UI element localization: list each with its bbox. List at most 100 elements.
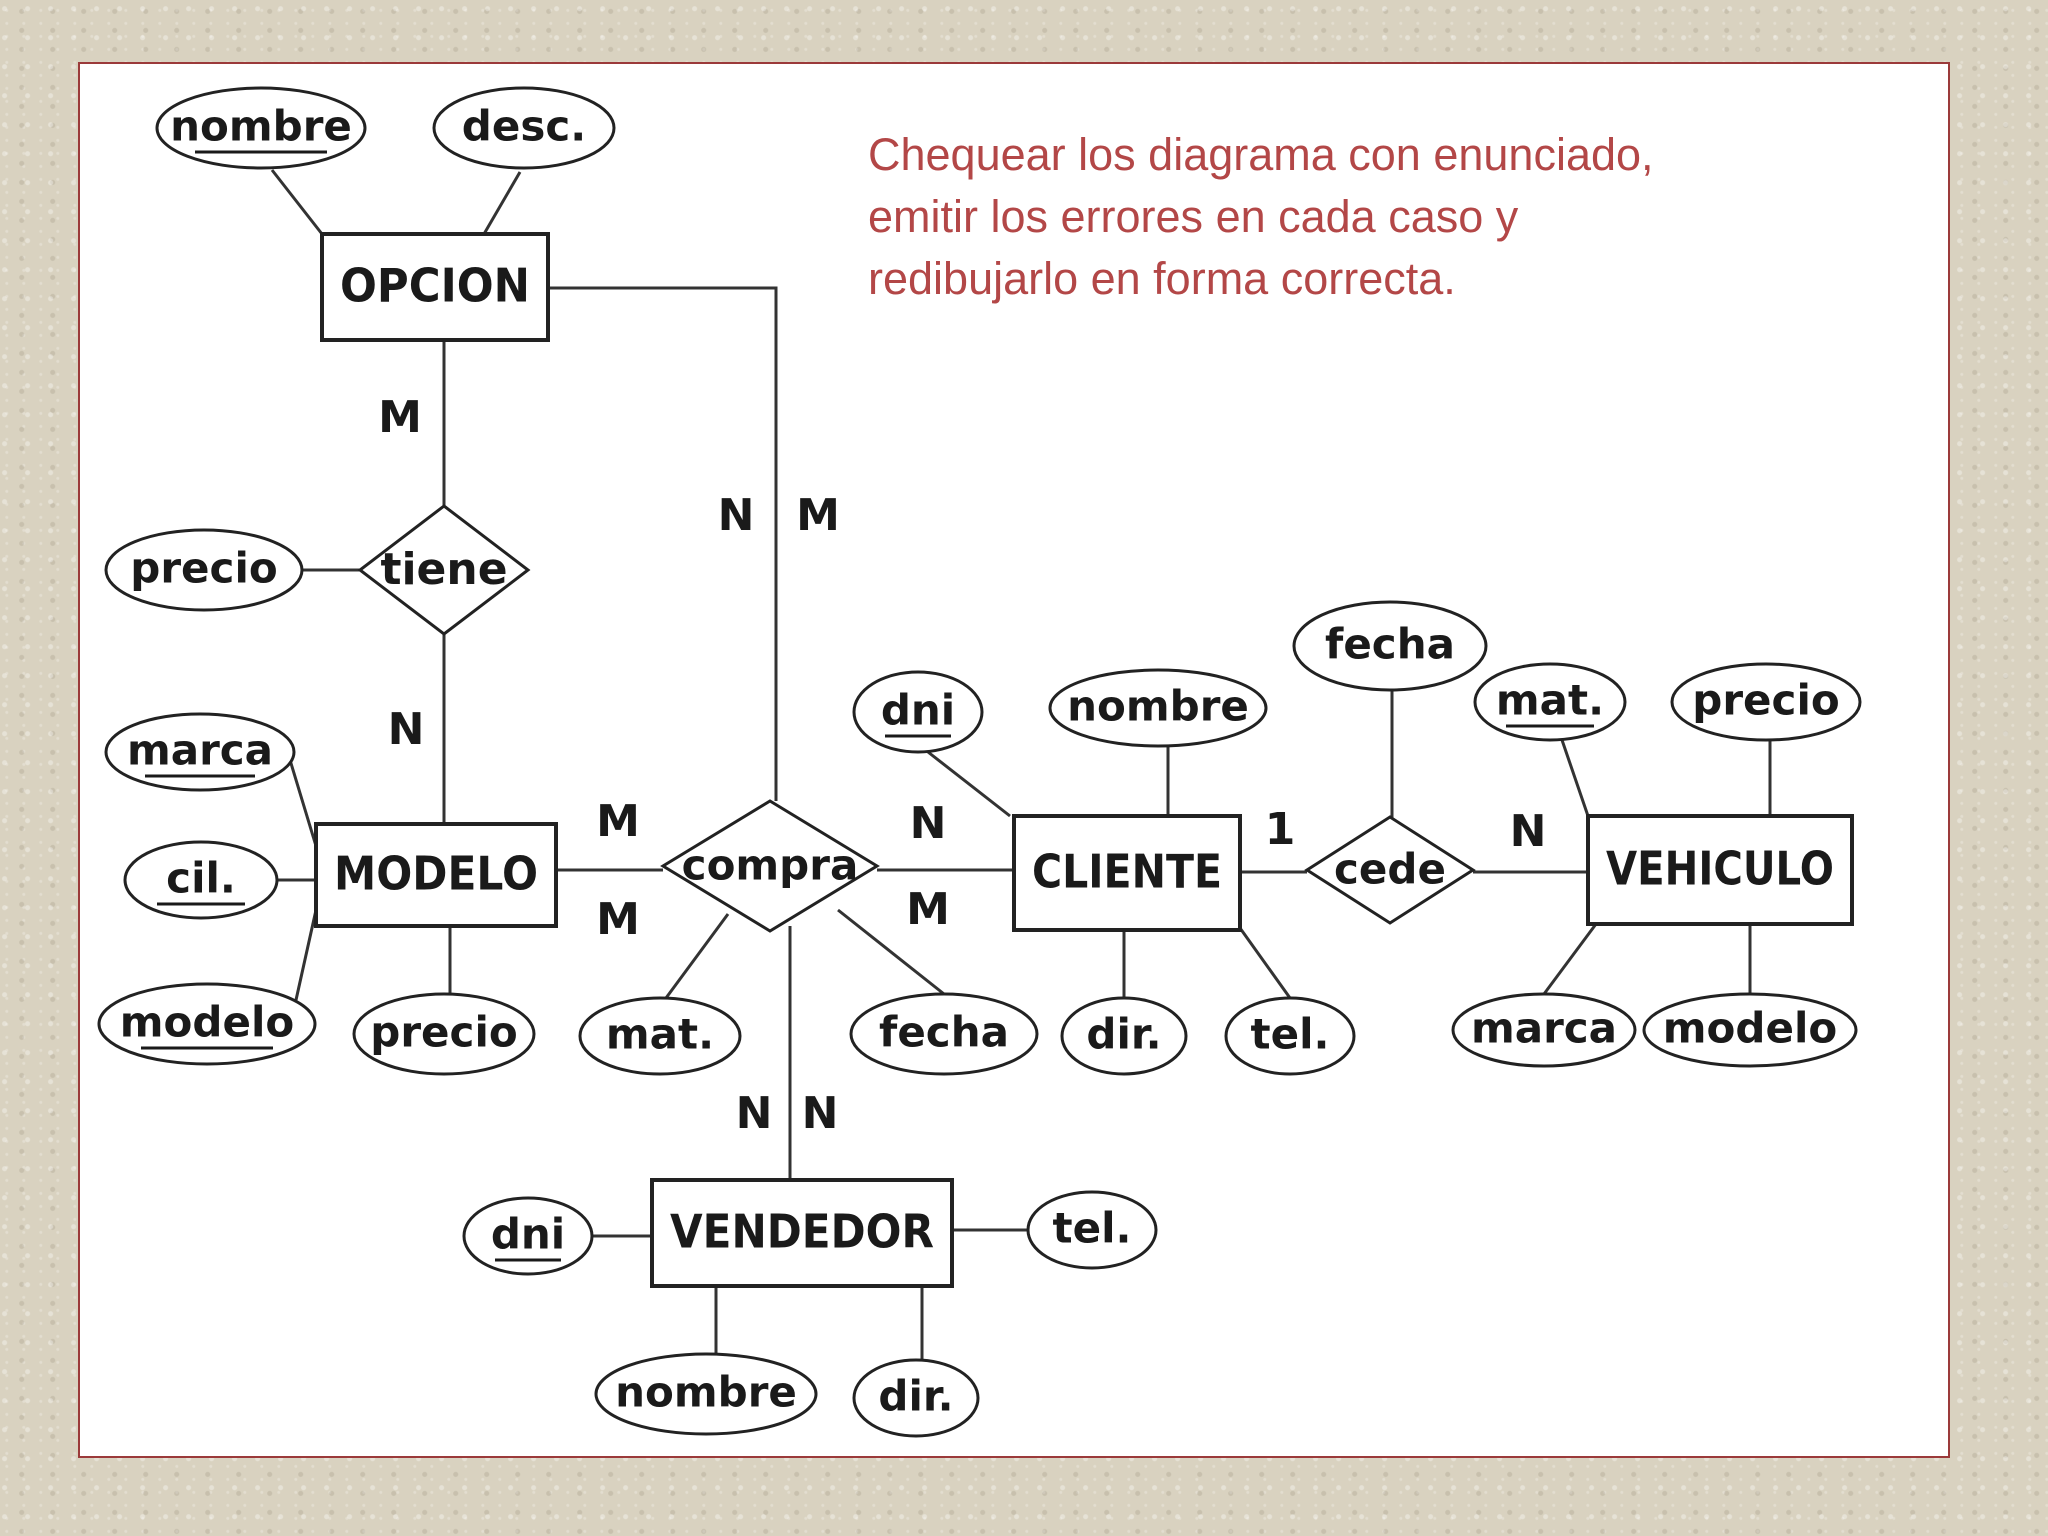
attribute-modelo-cil-label: cil. (166, 854, 236, 903)
attribute-vendedor-dni: dni (462, 1196, 594, 1276)
relationship-tiene: tiene (357, 504, 531, 636)
attribute-vendedor-nombre: nombre (594, 1352, 818, 1436)
attribute-vehiculo-mat-label: mat. (1496, 676, 1604, 725)
attribute-vendedor-nombre-ellipse (594, 1352, 818, 1436)
attribute-modelo-marca-ellipse (104, 712, 296, 792)
modelo-modelo-line (294, 909, 318, 1001)
attribute-opcion-nombre: nombre (155, 86, 367, 170)
cardinality-opcion-compra-right: M (796, 490, 840, 541)
attribute-compra-mat-ellipse (578, 996, 742, 1076)
attribute-modelo-precio-ellipse (352, 992, 536, 1076)
attribute-tiene-precio: precio (104, 528, 304, 612)
entity-modelo-box (314, 822, 558, 928)
attribute-cede-fecha-label: fecha (1325, 620, 1455, 669)
attribute-cliente-nombre-label: nombre (1067, 682, 1249, 731)
cardinality-cliente-compra-top: N (910, 798, 947, 849)
attribute-vehiculo-mat-ellipse (1473, 662, 1627, 742)
cardinality-opcion-compra-left: N (718, 490, 755, 541)
relationship-cede-label: cede (1334, 845, 1446, 894)
entity-cliente-label: CLIENTE (1032, 845, 1222, 899)
cardinality-modelo-compra-top: M (596, 796, 640, 847)
attribute-vehiculo-marca-ellipse (1451, 992, 1637, 1068)
compra-mat-line (664, 913, 730, 999)
attribute-vehiculo-modelo: modelo (1642, 992, 1858, 1068)
attribute-vendedor-dir-label: dir. (878, 1372, 953, 1421)
attribute-cliente-tel-ellipse (1224, 996, 1356, 1076)
attribute-cliente-dni: dni (852, 670, 984, 754)
attribute-vehiculo-modelo-label: modelo (1663, 1004, 1837, 1053)
relationship-tiene-diamond (357, 504, 531, 636)
entity-opcion-label: OPCION (340, 259, 530, 313)
relationship-compra-diamond (660, 799, 880, 933)
cliente-tel-line (1238, 927, 1292, 999)
attribute-cede-fecha-ellipse (1292, 600, 1488, 692)
entity-vendedor-box (650, 1178, 954, 1288)
attribute-compra-mat-label: mat. (606, 1010, 714, 1059)
attribute-cliente-nombre: nombre (1048, 668, 1268, 748)
attribute-compra-fecha-ellipse (849, 992, 1039, 1076)
relationship-compra: compra (660, 799, 880, 933)
cardinality-cliente-compra-bottom: M (906, 884, 950, 935)
cardinality-vendedor-compra-left: N (736, 1088, 773, 1139)
attribute-opcion-nombre-label: nombre (170, 102, 352, 151)
instruction-note: Chequear los diagrama con enunciado, emi… (868, 129, 1654, 304)
opcion-desc-line (482, 171, 522, 235)
attribute-opcion-desc-ellipse (432, 86, 616, 170)
cardinality-vendedor-compra-right: N (802, 1088, 839, 1139)
cliente-dni-line (927, 750, 1011, 818)
attribute-vehiculo-modelo-ellipse (1642, 992, 1858, 1068)
entity-cliente: CLIENTE (1012, 814, 1242, 932)
attribute-modelo-modelo-label: modelo (120, 998, 294, 1047)
relationship-tiene-label: tiene (380, 544, 507, 595)
attribute-cliente-dni-label: dni (881, 686, 955, 735)
entity-vendedor: VENDEDOR (650, 1178, 954, 1288)
attribute-vendedor-dni-label: dni (491, 1210, 565, 1259)
attribute-modelo-modelo: modelo (97, 982, 317, 1066)
attribute-vehiculo-marca: marca (1451, 992, 1637, 1068)
opcion-nombre-line (270, 169, 324, 235)
attribute-vehiculo-precio-label: precio (1692, 676, 1839, 725)
attribute-modelo-modelo-ellipse (97, 982, 317, 1066)
relationship-compra-label: compra (682, 841, 859, 890)
attribute-cliente-nombre-ellipse (1048, 668, 1268, 748)
attribute-modelo-cil-ellipse (123, 840, 279, 920)
attribute-tiene-precio-ellipse (104, 528, 304, 612)
attribute-opcion-desc-label: desc. (462, 102, 586, 151)
attribute-modelo-cil: cil. (123, 840, 279, 920)
attribute-modelo-marca: marca (104, 712, 296, 792)
attribute-cliente-dir: dir. (1060, 996, 1188, 1076)
attribute-vehiculo-precio: precio (1670, 662, 1862, 742)
vehiculo-marca-line (1542, 923, 1598, 995)
cardinality-tiene-modelo: N (388, 704, 425, 755)
cardinality-vehiculo-cede: N (1510, 806, 1547, 857)
attribute-modelo-precio: precio (352, 992, 536, 1076)
attribute-vendedor-dir: dir. (852, 1358, 980, 1438)
entity-opcion: OPCION (320, 232, 550, 342)
entity-vehiculo: VEHICULO (1586, 814, 1854, 926)
cardinality-cliente-cede: 1 (1265, 804, 1296, 855)
attribute-opcion-nombre-ellipse (155, 86, 367, 170)
attribute-cliente-dir-label: dir. (1086, 1010, 1161, 1059)
opcion-compra-line (548, 286, 778, 801)
entity-vehiculo-label: VEHICULO (1606, 842, 1834, 896)
relationship-cede: cede (1304, 815, 1476, 925)
attribute-compra-fecha-label: fecha (879, 1008, 1009, 1057)
attribute-vendedor-tel-ellipse (1026, 1190, 1158, 1270)
attribute-cliente-tel-label: tel. (1251, 1010, 1330, 1059)
attribute-vendedor-dni-ellipse (462, 1196, 594, 1276)
entity-modelo: MODELO (314, 822, 558, 928)
attribute-cede-fecha: fecha (1292, 600, 1488, 692)
attribute-modelo-precio-label: precio (370, 1008, 517, 1057)
modelo-marca-line (288, 759, 318, 847)
attribute-compra-mat: mat. (578, 996, 742, 1076)
relationship-cede-diamond (1304, 815, 1476, 925)
entity-vehiculo-box (1586, 814, 1854, 926)
attribute-vehiculo-precio-ellipse (1670, 662, 1862, 742)
attribute-vendedor-nombre-label: nombre (615, 1368, 797, 1417)
cardinality-opcion-tiene: M (378, 392, 422, 443)
attribute-compra-fecha: fecha (849, 992, 1039, 1076)
entity-modelo-label: MODELO (334, 847, 538, 901)
vehiculo-mat-line (1560, 739, 1590, 817)
attribute-vehiculo-mat: mat. (1473, 662, 1627, 742)
